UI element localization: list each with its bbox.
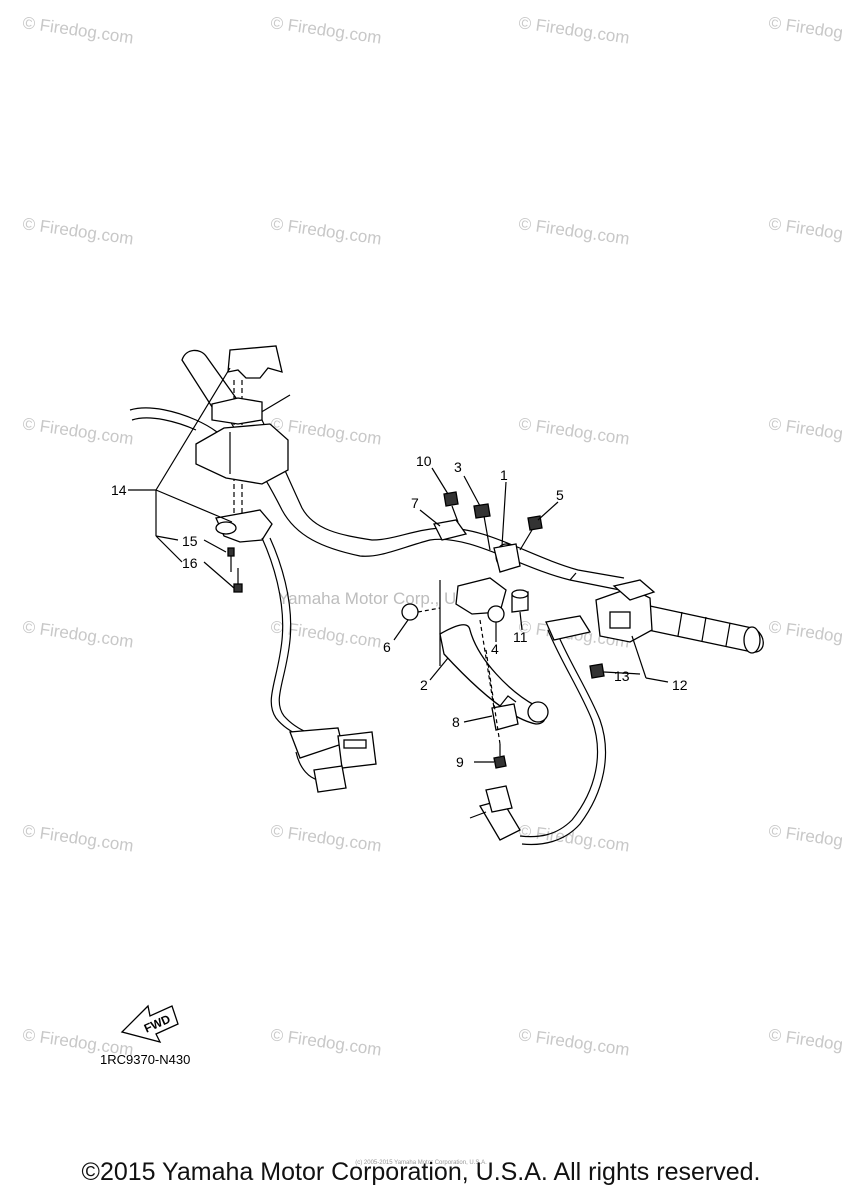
- watermark-text: © Firedog.com: [269, 13, 382, 47]
- watermark-text: © Firedog.com: [21, 13, 134, 47]
- watermark-text: © Firedog.com: [269, 617, 382, 651]
- right-lever-assembly: [401, 491, 656, 846]
- tiny-copyright: (c) 2005-2015 Yamaha Motor Corporation, …: [355, 1160, 487, 1166]
- watermark-text: © Firedog.com: [269, 1025, 382, 1059]
- watermark-text: © Firedog.com: [517, 1025, 630, 1059]
- callout-12: 12: [672, 677, 688, 693]
- callout-labels: 1 2 3 4 5 6 7 8 9 10 11 12 13 14 15 16: [111, 453, 688, 770]
- watermark-text: © Firedog.com: [21, 617, 134, 651]
- watermark-layer: © Firedog.com © Firedog.com © Firedog.com ©…: [21, 13, 842, 1059]
- callout-8: 8: [452, 714, 460, 730]
- watermark-text: © Firedog.com: [21, 821, 134, 855]
- callout-9: 9: [456, 754, 464, 770]
- watermark-text: © Firedog.com: [767, 414, 842, 448]
- callout-1: 1: [500, 467, 508, 483]
- callout-4: 4: [491, 641, 499, 657]
- mid-watermark: Yamaha Motor Corp., U.S.A.: [278, 589, 493, 608]
- watermark-text: © Firedog.com: [21, 414, 134, 448]
- watermark-text: © Firedog.com: [517, 13, 630, 47]
- fwd-arrow-icon: FWD: [120, 1004, 179, 1043]
- left-control-assembly: [129, 345, 377, 793]
- callout-15: 15: [182, 533, 198, 549]
- callout-3: 3: [454, 459, 462, 475]
- callout-14: 14: [111, 482, 127, 498]
- callout-5: 5: [556, 487, 564, 503]
- watermark-text: © Firedog.com: [767, 617, 842, 651]
- watermark-text: © Firedog.com: [767, 13, 842, 47]
- watermark-text: © Firedog.com: [517, 214, 630, 248]
- leader-lines: [128, 367, 669, 763]
- handlebar: [181, 349, 764, 654]
- callout-2: 2: [420, 677, 428, 693]
- watermark-text: © Firedog.com: [21, 214, 134, 248]
- watermark-text: © Firedog.com: [517, 821, 630, 855]
- callout-13: 13: [614, 668, 630, 684]
- watermark-text: © Firedog.com: [767, 1025, 842, 1059]
- callout-16: 16: [182, 555, 198, 571]
- callout-11: 11: [513, 629, 528, 645]
- diagram-part-code: 1RC9370-N430: [100, 1052, 190, 1067]
- watermark-text: © Firedog.com: [517, 414, 630, 448]
- watermark-text: © Firedog.com: [767, 214, 842, 248]
- callout-10: 10: [416, 453, 432, 469]
- watermark-text: © Firedog.com: [767, 821, 842, 855]
- watermark-text: © Firedog.com: [269, 214, 382, 248]
- callout-7: 7: [411, 495, 419, 511]
- watermark-text: © Firedog.com: [269, 821, 382, 855]
- copyright-notice: ©2015 Yamaha Motor Corporation, U.S.A. A…: [81, 1158, 761, 1186]
- callout-6: 6: [383, 639, 391, 655]
